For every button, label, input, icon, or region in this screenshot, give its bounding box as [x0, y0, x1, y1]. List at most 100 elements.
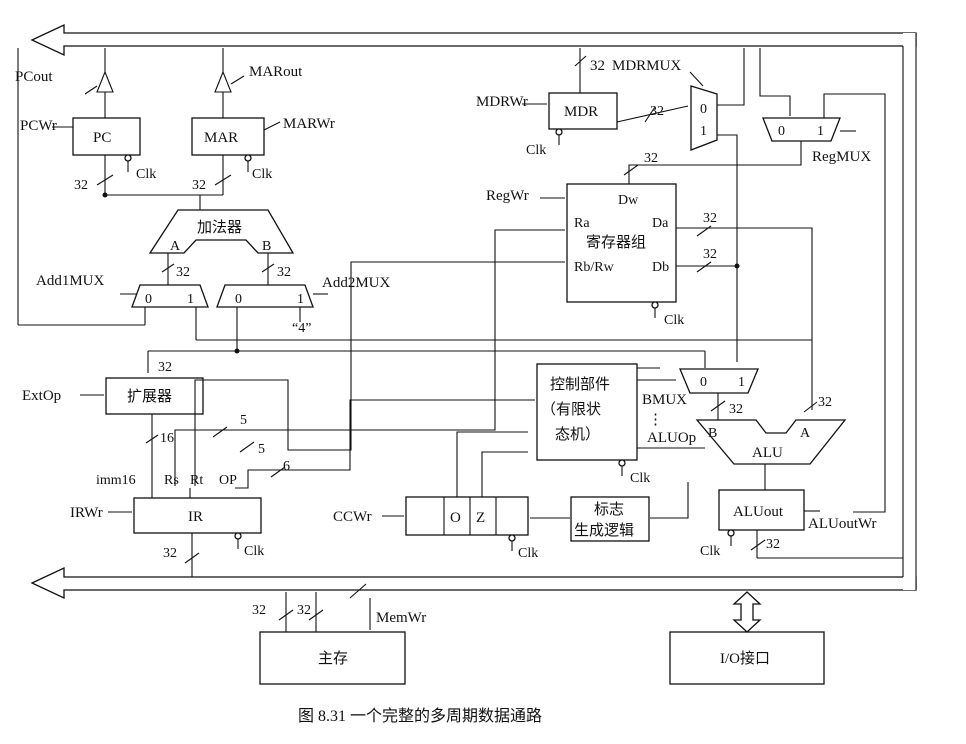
pc-width-label: 32 — [74, 178, 88, 193]
imm16-width-label: 16 — [160, 431, 174, 446]
pcout-buffer — [96, 70, 114, 93]
control-unit — [536, 363, 638, 461]
ir-clk-label: Clk — [244, 544, 264, 559]
ir-field-imm16: imm16 — [96, 473, 136, 488]
rt-width-label: 5 — [258, 442, 265, 457]
const-four-label: “4” — [292, 321, 311, 336]
op-width-label: 6 — [283, 459, 290, 474]
figure-caption: 图 8.31 一个完整的多周期数据通路 — [298, 707, 542, 725]
pcwr-label: PCWr — [20, 118, 57, 134]
aluoutwr-label: ALUoutWr — [808, 516, 877, 532]
mdrmux-in0: 0 — [700, 102, 707, 117]
alu-a-width-label: 32 — [818, 395, 832, 410]
control-clk-label: Clk — [630, 471, 650, 486]
flags-register — [405, 496, 529, 536]
regmux-in0: 0 — [778, 124, 785, 139]
ir-register — [133, 497, 262, 534]
mar-clk-label: Clk — [252, 167, 272, 182]
regfile-dw: Dw — [618, 193, 639, 208]
bmux-label: BMUX — [642, 392, 687, 408]
ir-field-op: OP — [219, 473, 237, 488]
mem-out-width: 32 — [252, 603, 266, 618]
add2mux — [216, 284, 314, 308]
flaglogic-label-1: 标志 — [594, 501, 624, 518]
pc-register — [72, 117, 141, 156]
extop-label: ExtOp — [22, 388, 61, 404]
db-width-label: 32 — [703, 247, 717, 262]
regfile-rbrw: Rb/Rw — [574, 260, 615, 275]
pc-clk-label: Clk — [136, 167, 156, 182]
mar-register — [191, 117, 265, 156]
bus-right-riser — [903, 33, 916, 590]
mdr-bus-width: 32 — [590, 58, 605, 74]
io-bus-arrow — [732, 591, 762, 633]
add1-width-label: 32 — [176, 265, 190, 280]
add1mux-in0: 0 — [145, 292, 152, 307]
regwr-label: RegWr — [486, 188, 529, 204]
adder — [148, 209, 295, 254]
main-memory — [259, 631, 406, 685]
mem-in-width: 32 — [297, 603, 311, 618]
memory-label: 主存 — [318, 650, 348, 667]
top-bus — [30, 23, 917, 57]
mdrwr-label: MDRWr — [476, 94, 528, 110]
aluout-width-label: 32 — [766, 537, 780, 552]
alu-label: ALU — [752, 445, 783, 461]
ir-field-rt: Rt — [190, 473, 203, 488]
mar-label: MAR — [204, 130, 238, 146]
mar-width-label: 32 — [192, 178, 206, 193]
da-width-label: 32 — [703, 211, 717, 226]
regfile-da: Da — [652, 216, 669, 231]
bmux — [679, 368, 759, 394]
mdrmux-in1: 1 — [700, 124, 707, 139]
adder-input-a: A — [170, 239, 181, 254]
control-label-3: 态机） — [555, 426, 600, 443]
ir-label: IR — [188, 509, 203, 525]
regfile-db: Db — [652, 260, 669, 275]
flag-generation-logic — [570, 496, 650, 542]
alu-input-b: B — [708, 426, 717, 441]
adder-label: 加法器 — [197, 219, 242, 236]
bmux-in1: 1 — [738, 375, 745, 390]
flaglogic-label-2: 生成逻辑 — [574, 522, 634, 539]
mdrmux-label: MDRMUX — [612, 58, 681, 74]
adder-input-b: B — [262, 239, 271, 254]
aluop-label: ALUOp — [647, 430, 696, 446]
control-label-2: （有限状 — [541, 401, 601, 418]
flag-o: O — [450, 510, 461, 526]
bmux-in0: 0 — [700, 375, 707, 390]
marwr-label: MARWr — [283, 116, 335, 132]
ext-out-width: 32 — [158, 360, 172, 375]
ccwr-label: CCWr — [333, 509, 372, 525]
ir-field-rs: Rs — [164, 473, 179, 488]
flag-z: Z — [476, 510, 485, 526]
regfile-clk-label: Clk — [664, 313, 684, 328]
io-label: I/O接口 — [720, 650, 770, 667]
regfile-ra: Ra — [574, 216, 590, 231]
regmux-in1: 1 — [817, 124, 824, 139]
pc-label: PC — [93, 130, 111, 146]
io-interface — [669, 631, 825, 685]
add2-width-label: 32 — [277, 265, 291, 280]
control-label-1: 控制部件 — [550, 376, 610, 393]
marout-label: MARout — [249, 64, 303, 80]
mdr-clk-label: Clk — [526, 143, 546, 158]
alu — [695, 419, 847, 465]
control-more-dots: ⋮ — [648, 412, 663, 428]
add2mux-label: Add2MUX — [322, 275, 391, 291]
add1mux-in1: 1 — [187, 292, 194, 307]
regmux-out-width: 32 — [644, 151, 658, 166]
extender-label: 扩展器 — [127, 388, 172, 405]
add2mux-in0: 0 — [235, 292, 242, 307]
flags-clk-label: Clk — [518, 546, 538, 561]
marout-buffer — [214, 70, 232, 93]
extender — [105, 377, 204, 415]
add2mux-in1: 1 — [297, 292, 304, 307]
add1mux-label: Add1MUX — [36, 273, 105, 289]
mdr-label: MDR — [564, 104, 598, 120]
pcout-label: PCout — [15, 69, 53, 85]
mdrmux — [690, 85, 718, 151]
bmux-out-width: 32 — [729, 402, 743, 417]
regmux-label: RegMUX — [812, 149, 871, 165]
ir-in-width: 32 — [163, 546, 177, 561]
